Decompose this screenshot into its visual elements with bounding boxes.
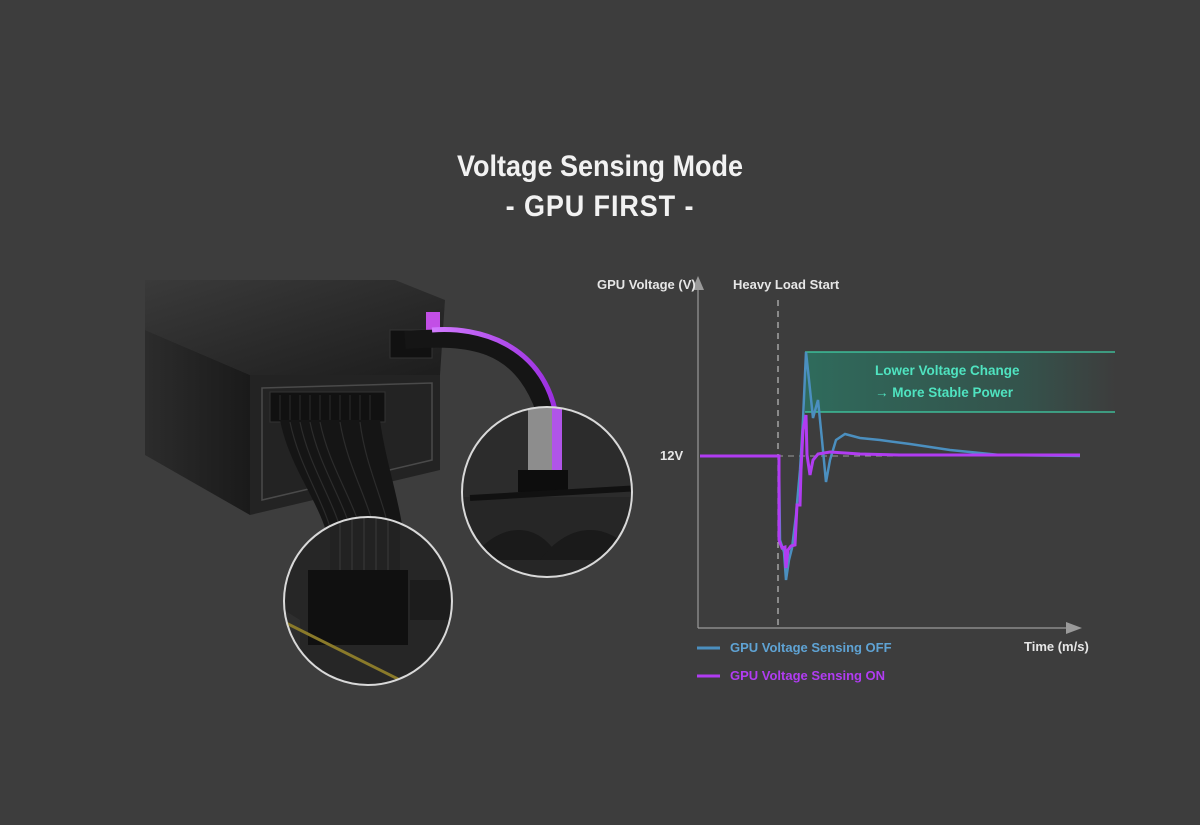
legend-label-on: GPU Voltage Sensing ON — [730, 668, 886, 683]
annotation-line-2: → More Stable Power — [875, 385, 1014, 400]
page-subtitle: - GPU FIRST - — [505, 190, 695, 223]
x-axis-label: Time (m/s) — [1024, 639, 1089, 654]
psu-body — [145, 280, 558, 546]
y-axis-arrow — [692, 276, 704, 290]
page-title: Voltage Sensing Mode — [456, 150, 744, 183]
zoom-circle-mb — [283, 516, 453, 686]
x-axis-arrow — [1066, 622, 1082, 634]
zoom-circle-12v — [461, 406, 633, 578]
y-axis-label: GPU Voltage (V) — [597, 277, 696, 292]
annotation-band — [805, 352, 1115, 412]
annotation-line-1: Lower Voltage Change — [875, 363, 1020, 378]
y-tick-12v: 12V — [660, 448, 684, 463]
legend-label-off: GPU Voltage Sensing OFF — [730, 640, 892, 655]
series-sensing-on — [700, 414, 1080, 569]
event-label: Heavy Load Start — [733, 277, 840, 292]
series-sensing-off — [700, 351, 1081, 581]
